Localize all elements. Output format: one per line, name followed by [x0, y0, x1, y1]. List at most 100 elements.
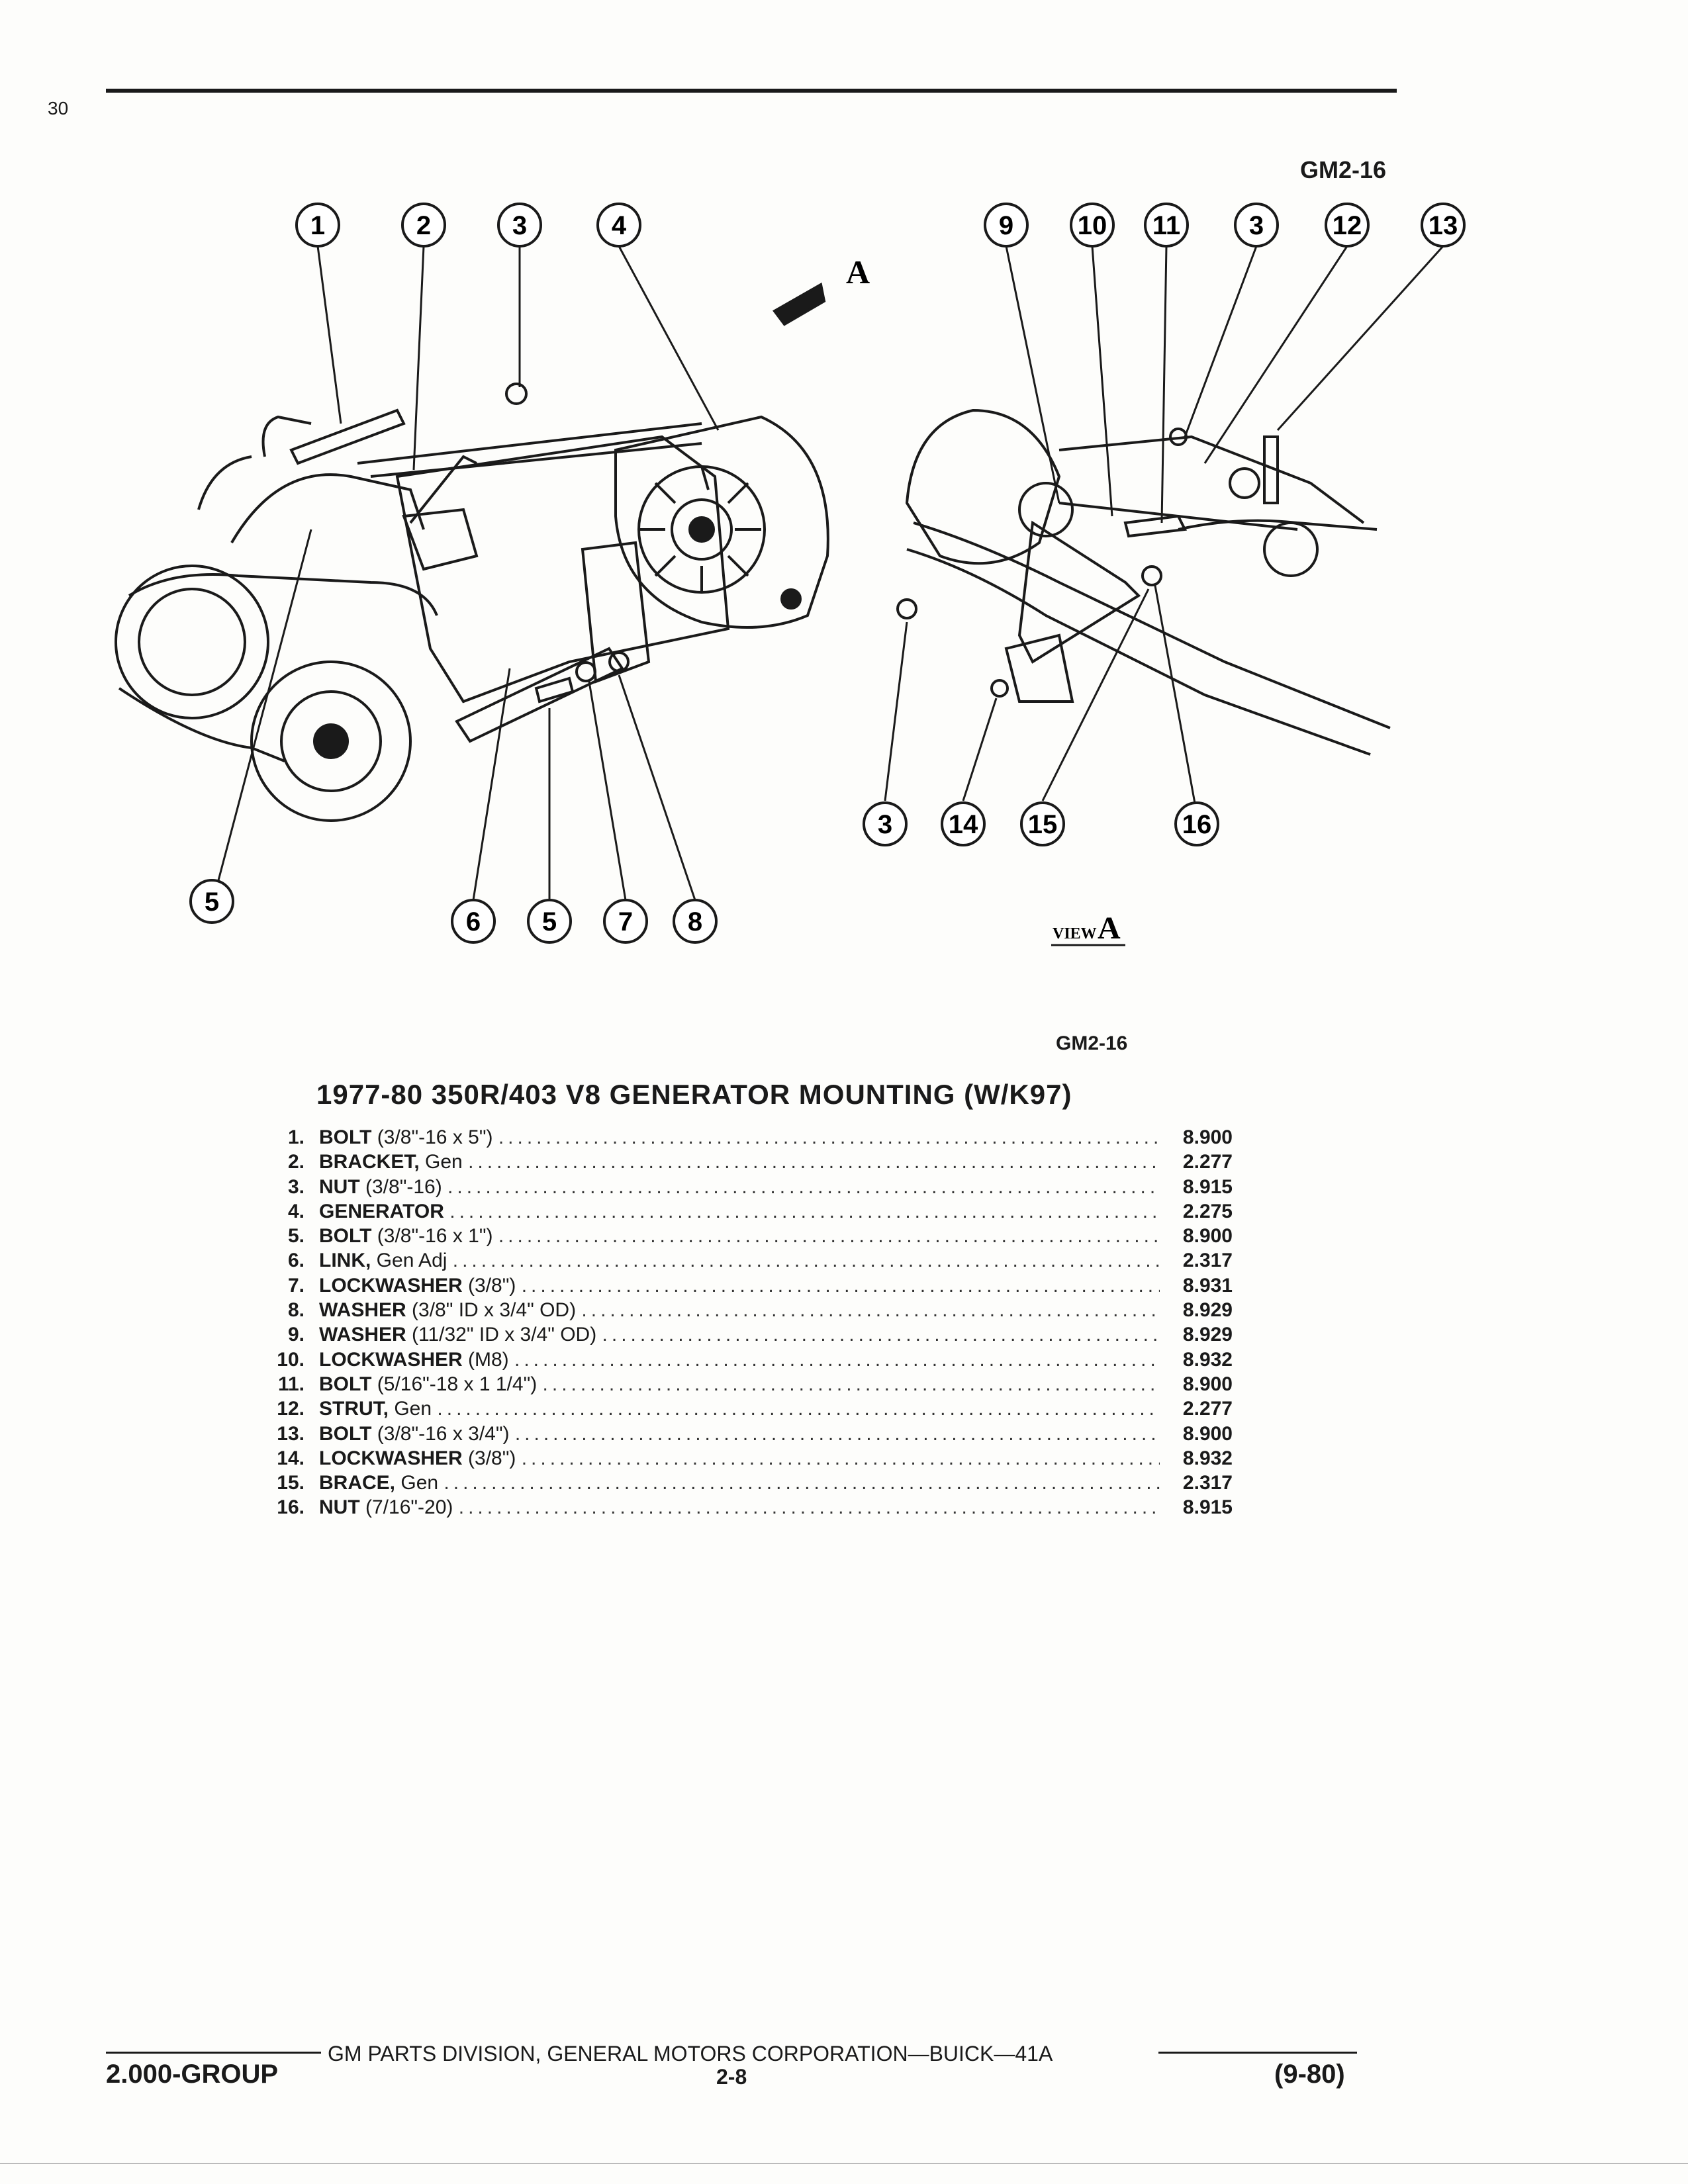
crank-pulley [250, 660, 412, 822]
part-number: 5. [287, 1225, 305, 1248]
part-number: 13. [277, 1422, 305, 1445]
part-spec: (11/32" ID x 3/4" OD) [412, 1324, 597, 1346]
callout-10: 10 [1070, 203, 1115, 248]
part-group-code: 8.900 [1182, 1422, 1233, 1445]
part-spec: (3/8") [468, 1447, 516, 1469]
part-spec: (3/8" ID x 3/4" OD) [412, 1299, 577, 1322]
leader-dots: ........................................… [521, 1447, 1160, 1469]
part-spec: (3/8"-16 x 1") [377, 1225, 493, 1248]
part-description: LOCKWASHER (3/8") ......................… [319, 1447, 1160, 1470]
exploded-diagram: 1 2 3 4 5 6 5 7 8 9 10 11 3 12 13 3 14 1… [115, 203, 1466, 946]
part-name: WASHER [319, 1299, 406, 1322]
parts-row: 10.LOCKWASHER (M8) .....................… [252, 1349, 1244, 1373]
arrow-label: A [846, 253, 870, 291]
parts-row: 16. NUT (7/16"-20) ......................… [252, 1496, 1244, 1521]
part-group-code: 2.317 [1182, 1472, 1233, 1494]
callout-3c: 3 [863, 801, 908, 846]
svg-text:9: 9 [999, 211, 1013, 240]
part-number: 9. [287, 1324, 305, 1346]
svg-text:10: 10 [1078, 211, 1107, 240]
part-spec: (7/16"-20) [365, 1496, 453, 1519]
part-spec: (M8) [468, 1348, 509, 1371]
part-number: 11. [277, 1373, 305, 1395]
part-group-code: 2.277 [1182, 1151, 1233, 1173]
part-spec: (3/8"-16) [365, 1175, 442, 1198]
part-description: BRACE, Gen .............................… [319, 1472, 1160, 1494]
part-description: GENERATOR ..............................… [319, 1201, 1160, 1223]
part-group-code: 8.929 [1182, 1299, 1233, 1322]
part-number: 6. [287, 1250, 305, 1272]
fan-pulley [115, 565, 269, 719]
parts-row: 5.BOLT (3/8"-16 x 1") ..................… [252, 1225, 1244, 1250]
part-spec: (5/16"-18 x 1 1/4") [377, 1373, 538, 1395]
part-description: NUT (3/8"-16) ..........................… [319, 1176, 1160, 1199]
part-description: WASHER (11/32" ID x 3/4" OD) ...........… [319, 1324, 1160, 1346]
part-group-code: 8.915 [1182, 1175, 1233, 1198]
engine-illustration [115, 282, 1391, 822]
svg-text:16: 16 [1182, 810, 1212, 839]
part-group-code: 8.900 [1182, 1225, 1233, 1248]
svg-text:1: 1 [310, 211, 325, 240]
svg-text:6: 6 [466, 907, 481, 936]
footer-date: (9-80) [1274, 2060, 1345, 2089]
part-group-code: 2.317 [1182, 1250, 1233, 1272]
callout-2: 2 [401, 203, 446, 248]
page-number: 30 [48, 98, 69, 118]
part-description: BOLT (3/8"-16 x 5") ....................… [319, 1126, 1160, 1149]
callout-12: 12 [1325, 203, 1370, 248]
parts-row: 1. BOLT (3/8"-16 x 5") ..................… [252, 1126, 1244, 1151]
view-label-letter: A [1098, 911, 1121, 946]
svg-text:3: 3 [1249, 211, 1264, 240]
part-name: LOCKWASHER [319, 1447, 463, 1469]
svg-text:15: 15 [1028, 810, 1058, 839]
svg-text:4: 4 [612, 211, 627, 240]
leader-dots: ........................................… [498, 1225, 1160, 1248]
part-name: WASHER [319, 1324, 406, 1346]
part-spec: (3/8") [468, 1274, 516, 1297]
leader-dots: ........................................… [581, 1299, 1160, 1322]
part-spec: Gen Adj [376, 1250, 447, 1272]
callout-1: 1 [295, 203, 340, 248]
leader-dots: ........................................… [602, 1324, 1160, 1346]
leader-dots: ........................................… [514, 1422, 1160, 1445]
leader-dots: ........................................… [437, 1398, 1160, 1420]
part-number: 3. [287, 1175, 305, 1198]
svg-text:5: 5 [205, 887, 219, 917]
callout-3: 3 [497, 203, 542, 248]
part-description: BOLT (3/8"-16 x 3/4") ..................… [319, 1423, 1160, 1445]
leader-dots: ........................................… [458, 1496, 1160, 1519]
part-number: 16. [277, 1496, 305, 1519]
leader-dots: ........................................… [447, 1175, 1160, 1198]
svg-text:7: 7 [618, 907, 633, 936]
parts-row: 11.BOLT (5/16"-18 x 1 1/4") ............… [252, 1373, 1244, 1398]
parts-row: 6. LINK, Gen Adj ........................… [252, 1250, 1244, 1274]
top-rule [106, 89, 1397, 93]
part-name: BOLT [319, 1373, 372, 1395]
part-spec: Gen [394, 1398, 432, 1420]
parts-row: 4.GENERATOR ............................… [252, 1201, 1244, 1225]
part-spec: (3/8"-16 x 5") [377, 1126, 493, 1148]
part-description: BRACKET, Gen ...........................… [319, 1151, 1160, 1173]
part-number: 15. [277, 1472, 305, 1494]
part-spec: Gen [400, 1472, 439, 1494]
view-arrow [773, 282, 826, 326]
callout-15: 15 [1020, 801, 1065, 846]
leader-dots: ........................................… [468, 1151, 1160, 1173]
figure-code-bottom: GM2-16 [1056, 1032, 1128, 1054]
parts-row: 2.BRACKET, Gen .........................… [252, 1151, 1244, 1175]
parts-row: 15. BRACE, Gen ..........................… [252, 1472, 1244, 1496]
svg-text:13: 13 [1429, 211, 1458, 240]
callout-3b: 3 [1234, 203, 1279, 248]
leader-dots: ........................................… [444, 1472, 1160, 1494]
bottom-rule [0, 2163, 1688, 2164]
part-group-code: 2.277 [1182, 1398, 1233, 1420]
callout-16: 16 [1174, 801, 1219, 846]
leader-dots: ........................................… [521, 1274, 1160, 1297]
parts-row: 14.LOCKWASHER (3/8") ...................… [252, 1447, 1244, 1472]
parts-row: 13. BOLT (3/8"-16 x 3/4") ...............… [252, 1423, 1244, 1447]
part-description: LOCKWASHER (3/8") ......................… [319, 1275, 1160, 1297]
part-description: NUT (7/16"-20) .........................… [319, 1496, 1160, 1519]
view-label-word: VIEW [1053, 925, 1097, 942]
part-number: 1. [287, 1126, 305, 1148]
part-description: LINK, Gen Adj ..........................… [319, 1250, 1160, 1272]
